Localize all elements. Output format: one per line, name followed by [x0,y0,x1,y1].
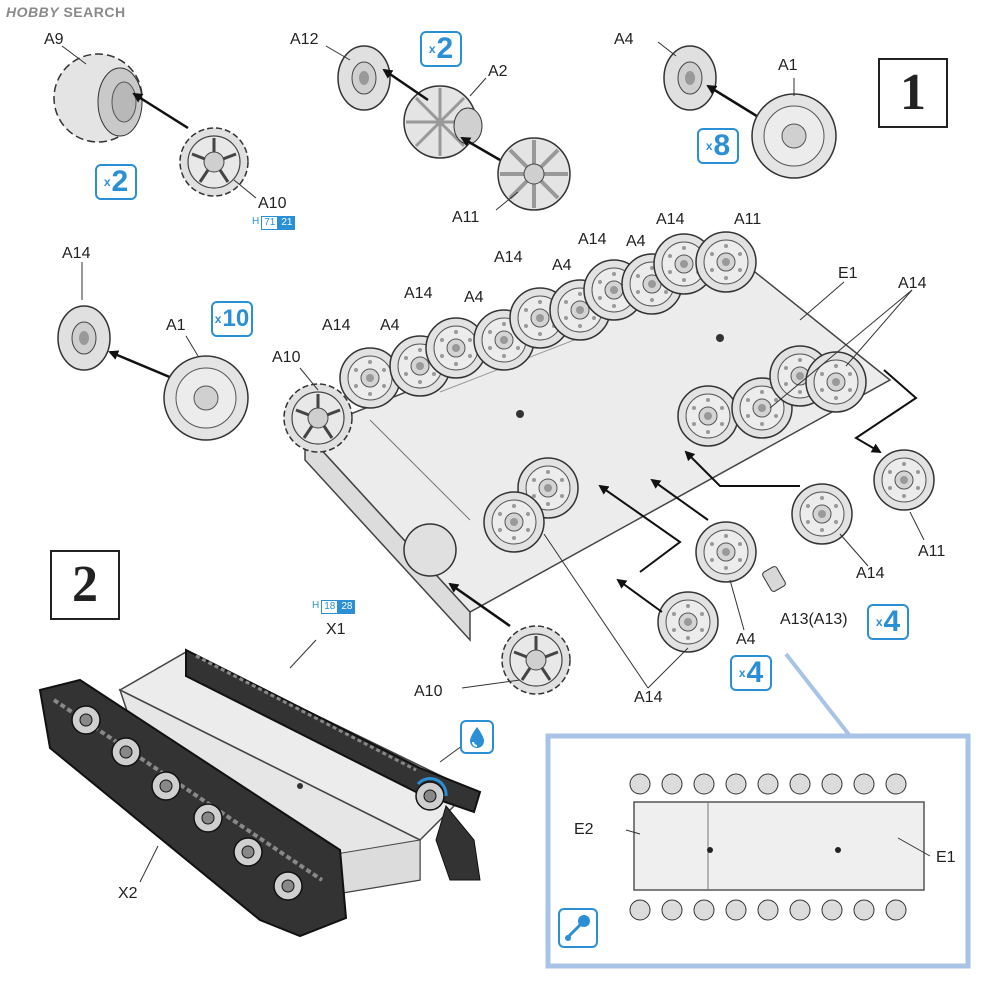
a10-sprocket-installed [282,382,354,454]
label-a4-row2: A4 [464,289,484,306]
label-a10-hull: A10 [272,349,301,366]
label-a14-left: A14 [62,245,91,262]
a4-roadwheel-part [695,521,757,583]
label-a4-top: A4 [614,31,634,48]
label-a12: A12 [290,31,319,48]
label-e1-hull: E1 [838,265,858,282]
label-a14-mid: A14 [856,565,885,582]
label-a14-row5: A14 [656,211,685,228]
a10-sprocket-part [178,126,250,198]
roadwheel-row-bottom [403,345,867,577]
a11-wheel-part [497,137,571,211]
label-a4-row4: A4 [626,233,646,250]
label-a14-row1: A14 [322,317,351,334]
glue-brush-icon [558,908,598,948]
a10-sprocket-bottom [500,624,572,696]
label-a11-row: A11 [734,211,762,228]
label-a2: A2 [488,63,508,80]
detail-inset [545,652,971,969]
label-a9: A9 [44,31,64,48]
label-a11-top: A11 [452,209,480,226]
label-leaders [299,281,925,689]
lower-hull [303,259,892,642]
label-a4-bottom: A4 [736,631,756,648]
label-a4-row1: A4 [380,317,400,334]
label-e1-inset: E1 [936,849,956,866]
label-a10-top: A10 [258,195,287,212]
label-a14-right: A14 [898,275,927,292]
a14-roadwheel-mid [791,483,853,545]
label-a1-left: A1 [166,317,186,334]
label-a13: A13(A13) [780,611,848,628]
label-a11-right: A11 [918,543,946,560]
a13-axle-part [762,566,786,592]
label-a14-row2: A14 [404,285,433,302]
a14-roadwheel-bottom [657,591,719,653]
a9-sprocket-part [53,53,143,143]
label-a14-row4: A14 [578,231,607,248]
a14-hub-part [57,305,111,371]
a1-roadwheel-left-part [163,355,249,441]
cement-drop-icon [460,720,494,754]
a1-roadwheel-part [751,93,837,179]
label-a4-row3: A4 [552,257,572,274]
step-number-2: 2 [50,550,120,620]
label-a14-bottom: A14 [634,689,663,706]
label-a10-bottom: A10 [414,683,443,700]
label-x2: X2 [118,885,138,902]
tracked-hull-assembly [38,648,482,938]
watermark: HOBBY SEARCH [6,4,126,20]
label-e2-inset: E2 [574,821,594,838]
a4-hub-part [663,45,717,111]
label-a1-top: A1 [778,57,798,74]
a2-wheel-hub-part [403,85,483,159]
label-a14-row3: A14 [494,249,523,266]
label-x1: X1 [326,621,346,638]
a12-hub-part [337,45,391,111]
step-number-1: 1 [878,58,948,128]
a11-idler-part [873,449,935,511]
